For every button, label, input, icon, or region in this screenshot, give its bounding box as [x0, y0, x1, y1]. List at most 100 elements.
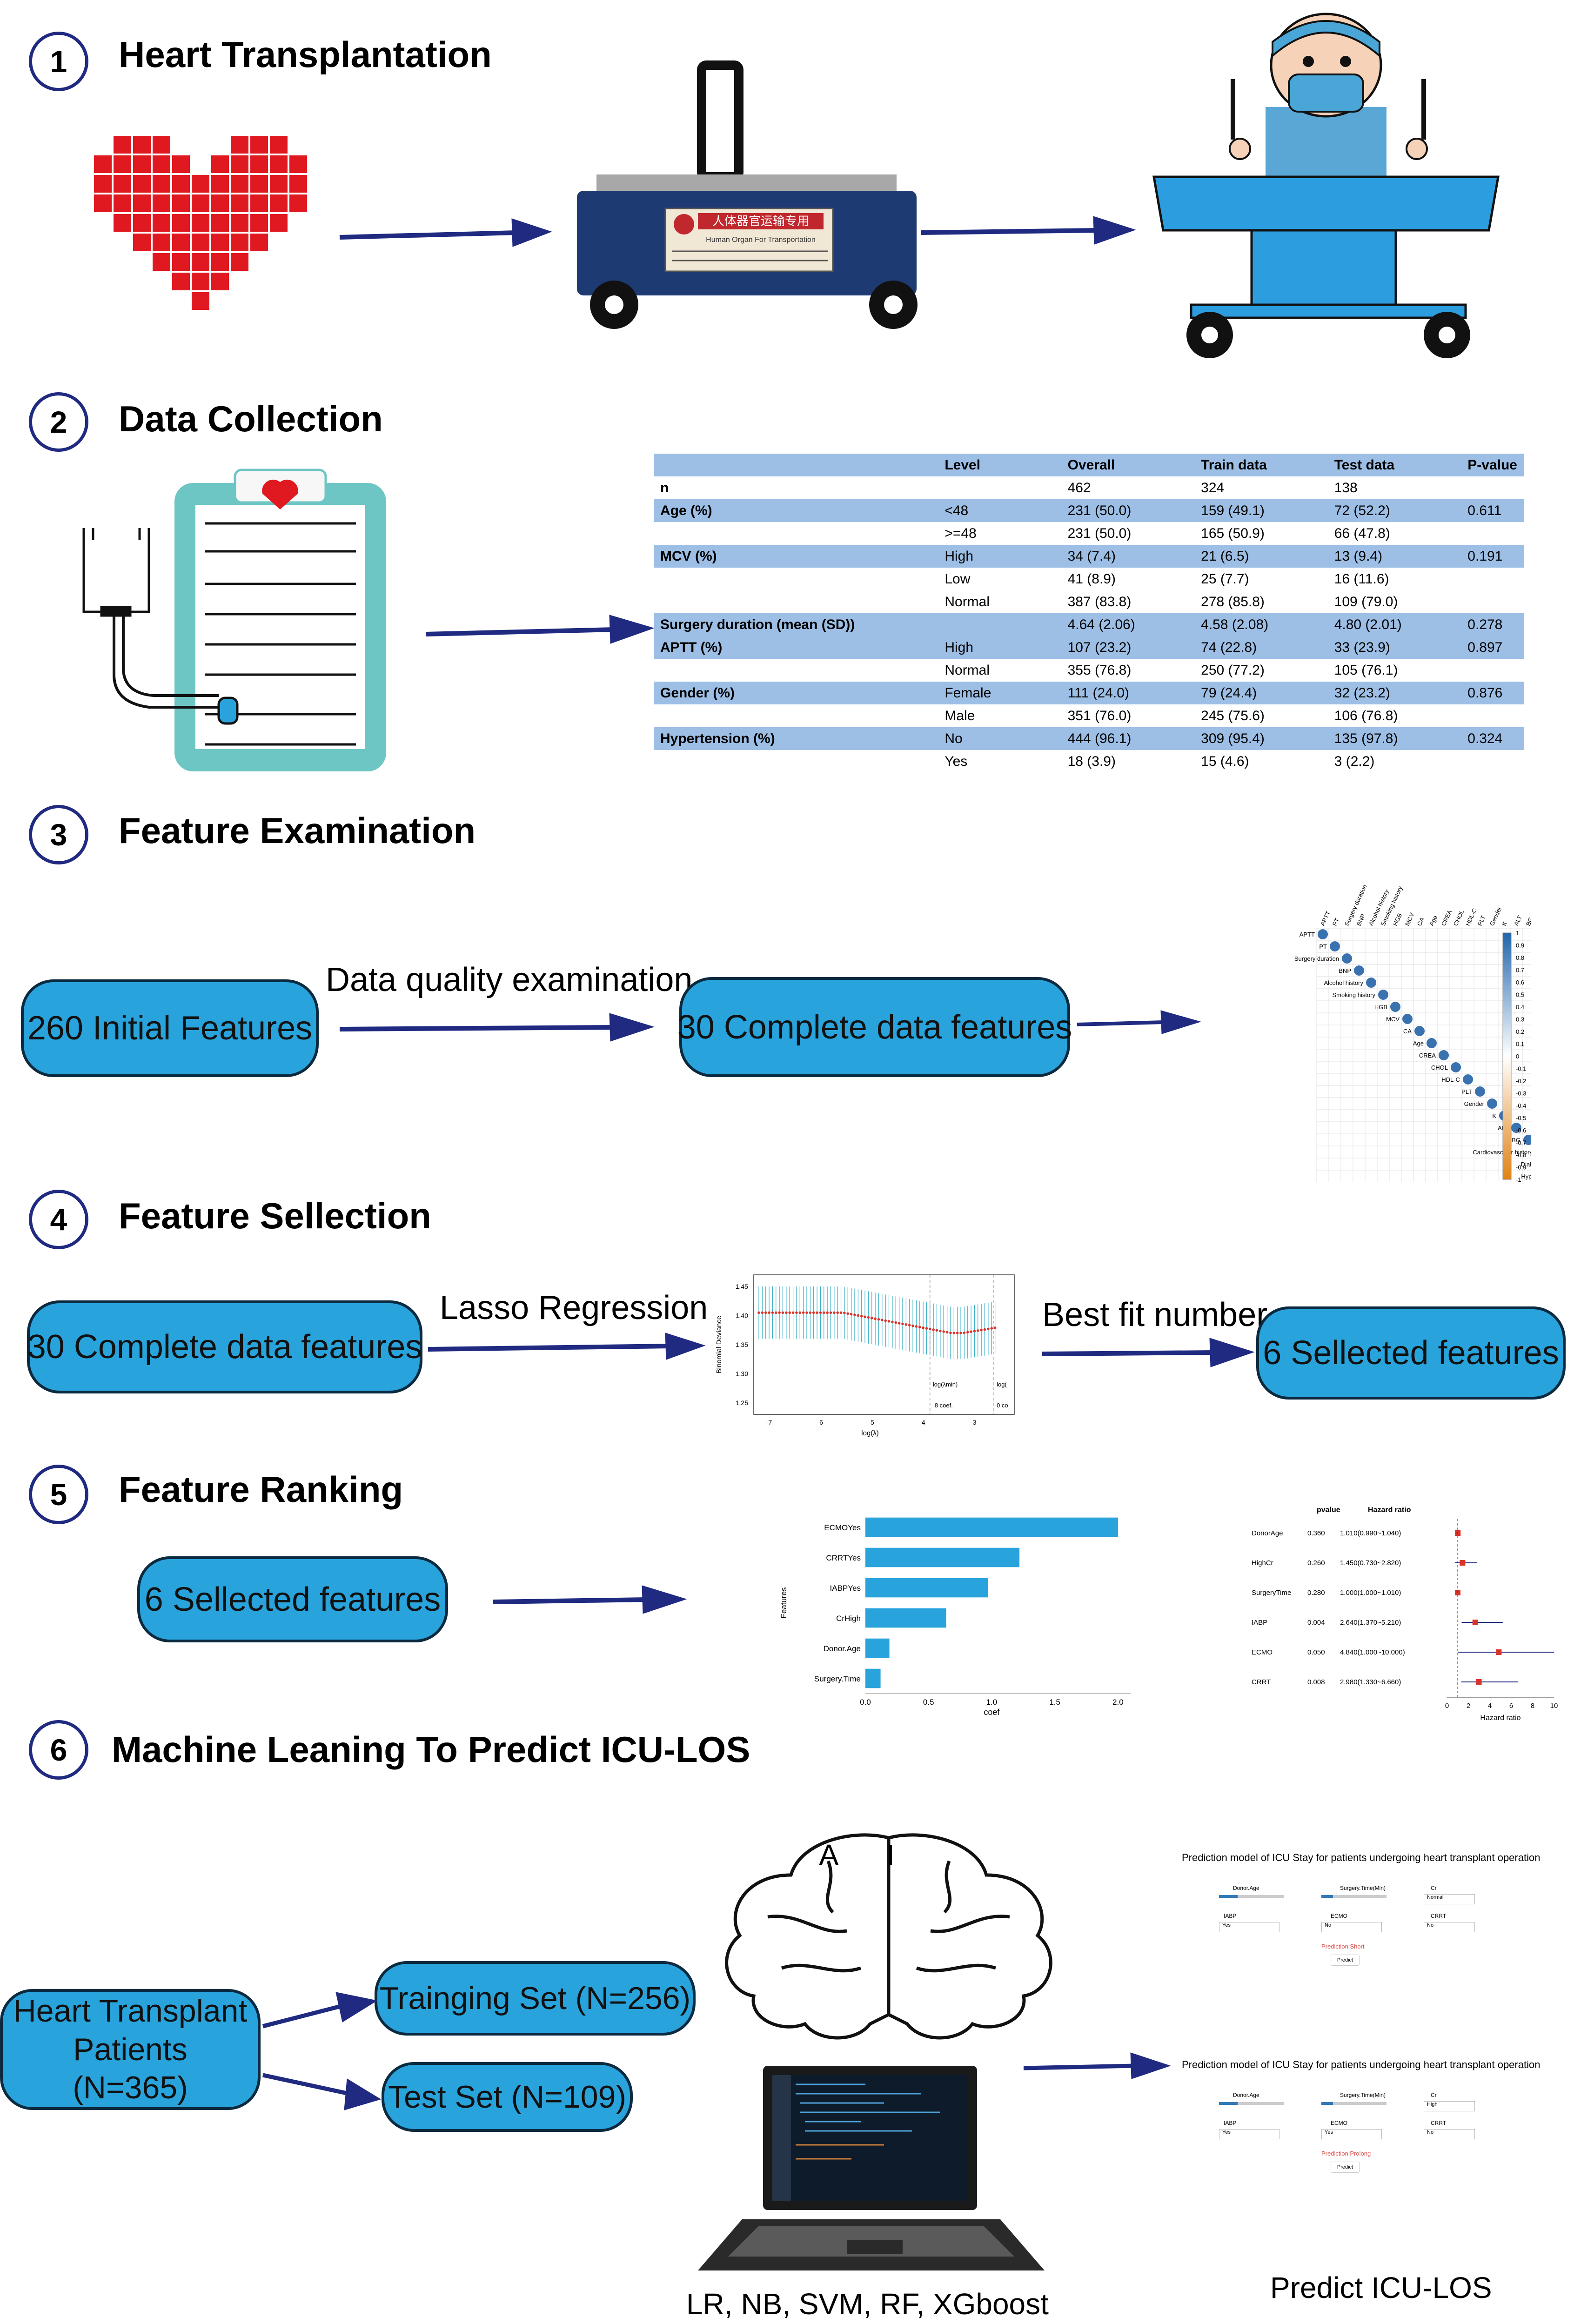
table-cell: 0.876 — [1461, 682, 1524, 704]
corr-row-label: APTT — [1299, 931, 1315, 938]
crrt-select[interactable]: No — [1424, 2129, 1475, 2139]
corr-scale-tick: 0.6 — [1516, 979, 1524, 986]
lasso-point — [870, 1317, 873, 1319]
table-cell: High — [938, 545, 1061, 568]
iabp-select[interactable]: Yes — [1219, 2129, 1279, 2139]
table-cell: 444 (96.1) — [1061, 727, 1195, 750]
table-cell — [654, 704, 938, 727]
surgeon-icon — [1229, 13, 1428, 177]
surgery-time-slider[interactable] — [1321, 2102, 1386, 2105]
donor-age-slider[interactable] — [1219, 2102, 1284, 2105]
table-cell: 4.64 (2.06) — [1061, 613, 1195, 636]
field-label: Surgery.Time(Min) — [1340, 2092, 1386, 2098]
bar-xtick: 0.5 — [923, 1698, 934, 1707]
field-label: ECMO — [1331, 1913, 1347, 1919]
table-cell — [1461, 522, 1524, 545]
predict-button[interactable]: Predict — [1331, 2162, 1360, 2173]
bar-category-label: IABPYes — [830, 1584, 861, 1593]
forest-hr-text: 4.840(1.000~10.000) — [1340, 1648, 1405, 1656]
lasso-point — [846, 1312, 850, 1315]
table-cell: 21 (6.5) — [1194, 545, 1328, 568]
table-cell — [654, 522, 938, 545]
lasso-point — [977, 1329, 979, 1332]
crrt-select[interactable]: No — [1424, 1922, 1475, 1932]
wheel-icon — [590, 281, 918, 329]
table-cell — [1461, 659, 1524, 682]
forest-row-label: SurgeryTime — [1252, 1589, 1291, 1597]
step-4-title: Feature Sellection — [119, 1195, 431, 1236]
forest-xlabel: Hazard ratio — [1480, 1714, 1520, 1722]
step-4-number: 4 — [29, 1190, 88, 1249]
bar-xtick: 1.0 — [986, 1698, 998, 1707]
table-cell — [654, 750, 938, 773]
lasso-point — [757, 1311, 760, 1314]
lambda-min-annot: log(λmin) — [933, 1381, 958, 1388]
forest-pvalue: 0.360 — [1307, 1529, 1325, 1537]
forest-pvalue: 0.280 — [1307, 1589, 1325, 1597]
table-cell: 231 (50.0) — [1061, 522, 1195, 545]
arrow-icon — [428, 1333, 1255, 1367]
table-cell: 351 (76.0) — [1061, 704, 1195, 727]
table-cell: 4.58 (2.08) — [1194, 613, 1328, 636]
corr-scale-tick: 0.2 — [1516, 1028, 1524, 1035]
ecmo-select[interactable]: Yes — [1321, 2129, 1382, 2139]
corr-scale-tick: 1 — [1516, 930, 1519, 937]
table-cell: 309 (95.4) — [1194, 727, 1328, 750]
table-cell: 159 (49.1) — [1194, 499, 1328, 522]
forest-xtick: 10 — [1550, 1702, 1558, 1710]
lasso-xtick: -7 — [766, 1419, 772, 1426]
pixel-heart-icon — [92, 134, 309, 312]
lasso-point — [774, 1311, 777, 1314]
lasso-point — [952, 1332, 956, 1334]
bar-category-label: ECMOYes — [824, 1523, 861, 1532]
lasso-point — [874, 1317, 877, 1320]
corr-scale-tick: 0.4 — [1516, 1004, 1524, 1011]
cr-select[interactable]: Normal — [1424, 1894, 1475, 1904]
iabp-select[interactable]: Yes — [1219, 1922, 1279, 1932]
lasso-point — [898, 1322, 901, 1325]
corr-row-label: MCV — [1386, 1016, 1400, 1023]
table-cell — [938, 476, 1061, 499]
lasso-point — [963, 1331, 966, 1334]
arrow-icon — [493, 1585, 687, 1614]
corr-diag-dot — [1402, 1014, 1413, 1024]
lasso-point — [809, 1311, 812, 1314]
cr-select[interactable]: High — [1424, 2101, 1475, 2111]
bar-xtick: 0.0 — [860, 1698, 871, 1707]
bar-xtick: 2.0 — [1112, 1698, 1124, 1707]
table-cell — [1461, 568, 1524, 590]
corr-diag-dot — [1523, 1135, 1531, 1145]
forest-point — [1460, 1560, 1466, 1566]
table-cell — [938, 613, 1061, 636]
table-cell: 245 (75.6) — [1194, 704, 1328, 727]
step-2-title: Data Collection — [119, 398, 383, 439]
step-1-number: 1 — [29, 32, 88, 91]
table-cell: 41 (8.9) — [1061, 568, 1195, 590]
lasso-point — [911, 1324, 914, 1327]
forest-pvalue: 0.260 — [1307, 1559, 1325, 1567]
table-cell — [1461, 476, 1524, 499]
lasso-point — [956, 1332, 959, 1334]
table-cell: 13 (9.4) — [1327, 545, 1461, 568]
table-cell: 105 (76.1) — [1327, 659, 1461, 682]
ecmo-select[interactable]: No — [1321, 1922, 1382, 1932]
corr-row-label: Age — [1413, 1040, 1424, 1047]
forest-xtick: 2 — [1467, 1702, 1470, 1710]
corr-row-label: HDL-C — [1441, 1076, 1460, 1083]
table-header: Overall — [1061, 454, 1195, 476]
bar-category-label: Donor.Age — [824, 1644, 861, 1653]
forest-header-hr: Hazard ratio — [1368, 1506, 1411, 1514]
donor-age-slider[interactable] — [1219, 1895, 1284, 1898]
table-cell: 25 (7.7) — [1194, 568, 1328, 590]
lasso-label: Lasso Regression — [440, 1289, 708, 1326]
training-set-pill: Trainging Set (N=256) — [375, 1961, 696, 2036]
lasso-point — [802, 1311, 805, 1314]
table-cell: Hypertension (%) — [654, 727, 938, 750]
surgery-time-slider[interactable] — [1321, 1895, 1386, 1898]
field-label: Cr — [1431, 2092, 1437, 2098]
predict-button[interactable]: Predict — [1331, 1955, 1360, 1966]
